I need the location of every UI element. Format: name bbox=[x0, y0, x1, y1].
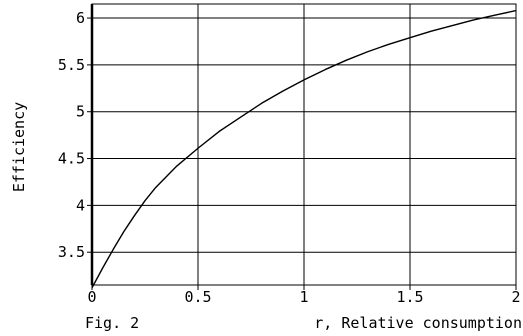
series-line-0 bbox=[91, 9, 517, 289]
y-tick-label-1: 4 bbox=[76, 196, 85, 214]
x-tick-label-2: 1 bbox=[299, 288, 308, 306]
y-tick-label-5: 6 bbox=[76, 9, 85, 27]
x-axis-title: r, Relative consumption bbox=[314, 314, 522, 332]
y-axis-title: Efficiency bbox=[10, 102, 28, 192]
y-tick-label-2: 4.5 bbox=[58, 150, 85, 168]
y-tick-labels: 3.5 4 4.5 5 5.5 6 bbox=[58, 9, 85, 261]
grid-lines bbox=[91, 4, 517, 285]
y-tick-label-4: 5.5 bbox=[58, 56, 85, 74]
x-tick-label-4: 2 bbox=[511, 288, 520, 306]
axis-ticks bbox=[87, 17, 517, 290]
x-tick-labels: 0 0.5 1 1.5 2 bbox=[87, 288, 520, 306]
x-tick-label-3: 1.5 bbox=[396, 288, 423, 306]
x-tick-label-0: 0 bbox=[87, 288, 96, 306]
y-tick-label-3: 5 bbox=[76, 103, 85, 121]
figure-caption: Fig. 2 bbox=[85, 314, 139, 332]
data-series bbox=[91, 9, 517, 289]
x-tick-label-1: 0.5 bbox=[184, 288, 211, 306]
y-tick-label-0: 3.5 bbox=[58, 243, 85, 261]
